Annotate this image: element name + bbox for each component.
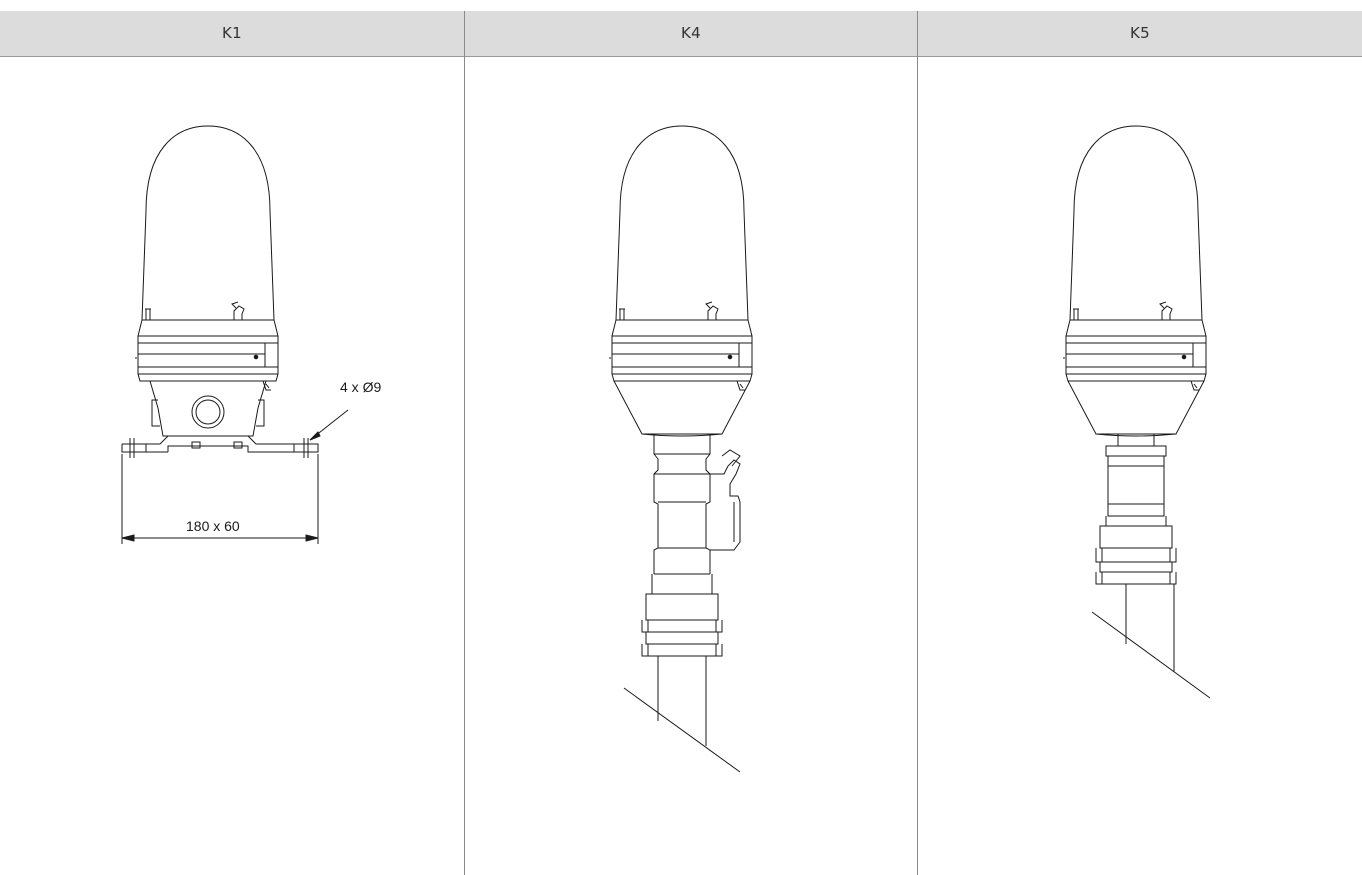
- k4-pipe-mount-drawing: [608, 125, 753, 773]
- dimension-holes: 4 x Ø9: [340, 379, 381, 395]
- header-k4: K4: [681, 24, 701, 42]
- column-header-row: K1 K4 K5: [0, 11, 1362, 57]
- column-divider-2: [917, 11, 918, 875]
- dimension-base: 180 x 60: [186, 518, 240, 534]
- technical-drawings: 4 x Ø9 180 x 60: [121, 125, 1211, 773]
- header-k5: K5: [1130, 24, 1150, 42]
- header-k1: K1: [222, 24, 242, 42]
- k5-pipe-mount-drawing: [1062, 125, 1211, 699]
- k1-surface-mount-drawing: [121, 125, 349, 544]
- column-divider-1: [464, 11, 465, 875]
